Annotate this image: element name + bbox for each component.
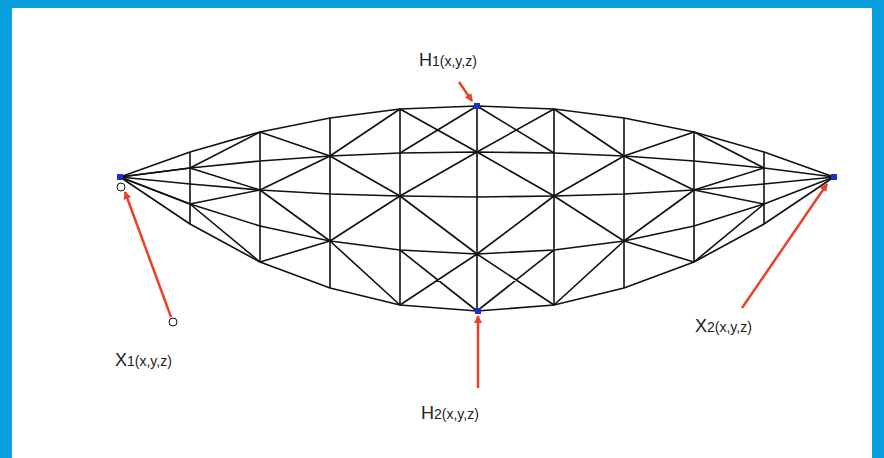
pointer-arrows [125,82,827,388]
point-label: H1(x,y,z) [418,50,478,72]
key-points [117,103,837,314]
mesh-lines [120,106,834,311]
anchor-circle [117,183,125,191]
point-label: X1(x,y,z) [114,350,173,372]
anchor-circle [169,318,177,326]
point-label: X2(x,y,z) [694,316,753,338]
point-label: H2(x,y,z) [420,403,480,425]
